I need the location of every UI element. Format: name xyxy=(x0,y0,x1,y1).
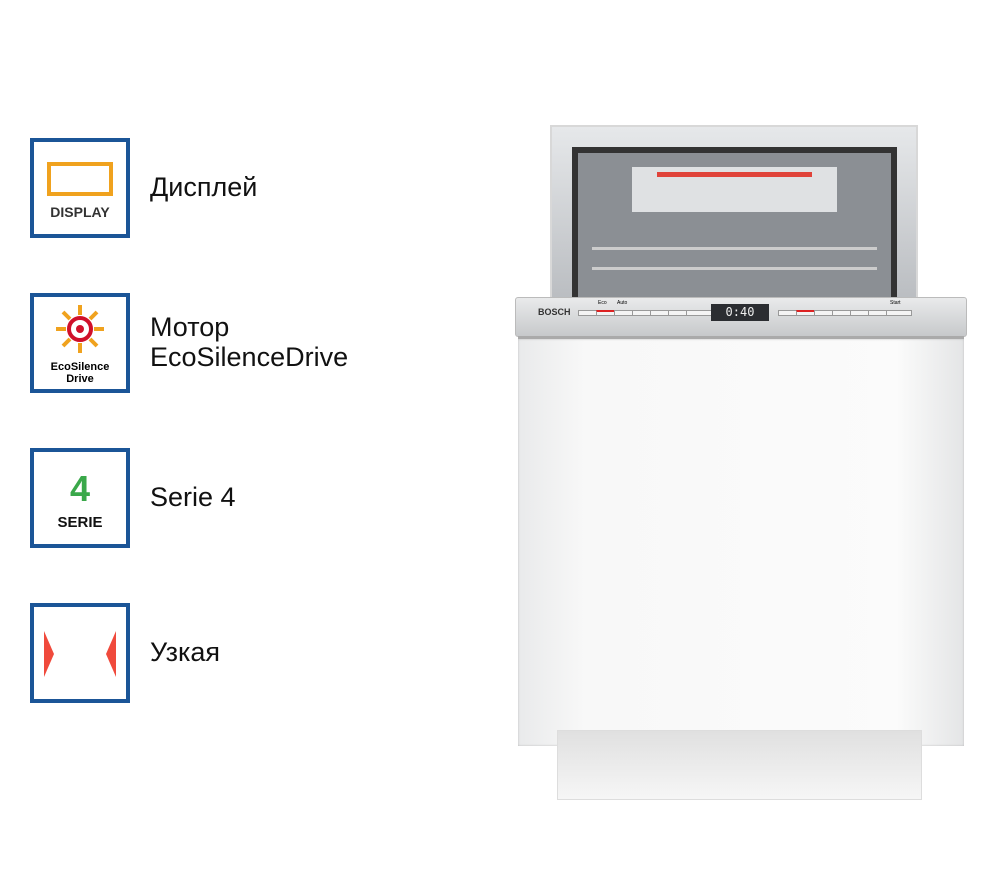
start-label: Start xyxy=(890,300,901,306)
start-button[interactable] xyxy=(886,310,912,316)
narrow-feature-badge xyxy=(30,603,130,703)
display-feature-badge: DISPLAY xyxy=(30,138,130,238)
ecosilence-drive-icon xyxy=(56,305,104,353)
control-panel: BOSCH Eco Auto 0:40 Start xyxy=(515,297,967,337)
feature-label-serie: Serie 4 xyxy=(150,482,236,512)
door-panel xyxy=(518,336,964,746)
label-line: EcoSilenceDrive xyxy=(150,342,349,372)
feature-label-display: Дисплей xyxy=(150,172,258,202)
display-icon xyxy=(47,162,113,196)
plinth xyxy=(557,730,922,800)
badge-text: Drive xyxy=(66,373,94,385)
badge-text: DISPLAY xyxy=(50,204,110,220)
program-button[interactable] xyxy=(686,310,712,316)
tub-interior xyxy=(550,125,918,307)
label-line: Мотор xyxy=(150,312,230,342)
narrow-icon xyxy=(44,631,116,677)
badge-text: EcoSilence xyxy=(50,361,110,373)
dishwasher-image: BOSCH Eco Auto 0:40 Start xyxy=(515,122,967,802)
badge-text: SERIE xyxy=(57,514,103,531)
eco-label: Eco xyxy=(598,300,607,306)
ecosilence-feature-badge: EcoSilence Drive xyxy=(30,293,130,393)
time-display: 0:40 xyxy=(711,304,769,321)
feature-label-motor: Мотор EcoSilenceDrive xyxy=(150,312,348,372)
feature-label-narrow: Узкая xyxy=(150,637,221,667)
serie-icon: 4 xyxy=(69,468,91,509)
auto-label: Auto xyxy=(617,300,628,306)
brand-logo: BOSCH xyxy=(538,307,571,317)
serie-feature-badge: 4 SERIE xyxy=(30,448,130,548)
